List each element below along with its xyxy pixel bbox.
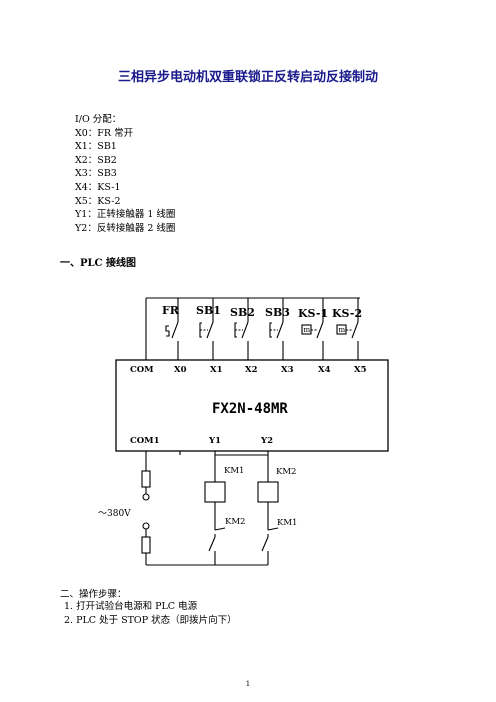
io-line: Y2：反转接触器 2 线圈 (75, 222, 176, 234)
terminal-x1: X1 (210, 365, 223, 375)
terminal-com: COM (130, 365, 154, 375)
terminal-bottom-icon (142, 522, 150, 530)
label-sb2: SB2 (230, 306, 255, 319)
io-line: X5：KS-2 (75, 195, 121, 207)
svg-text:m: m (304, 326, 311, 334)
step-item: 2. PLC 处于 STOP 状态（即拨片向下） (64, 615, 237, 626)
terminal-y1: Y1 (208, 436, 221, 446)
fr-contact-icon (165, 298, 179, 360)
km1-coil-icon (204, 481, 226, 503)
io-line: X1：SB1 (75, 141, 117, 153)
terminal-y2: Y2 (260, 436, 273, 446)
io-line: X4：KS-1 (75, 181, 121, 193)
label-km2-contact: KM2 (225, 517, 245, 527)
ks1-speed-relay-icon (301, 298, 324, 360)
label-ks1: KS-1 (298, 307, 328, 320)
io-line: X3：SB3 (75, 168, 117, 180)
km1-interlock-contact-icon (261, 502, 279, 565)
sb1-button-icon (199, 298, 214, 360)
label-fr: FR (162, 304, 180, 317)
terminal-x4: X4 (318, 365, 331, 375)
plc-model: FX2N-48MR (212, 401, 288, 417)
svg-text:m: m (339, 326, 346, 334)
fuse-top-icon (141, 470, 151, 488)
label-km2-coil: KM2 (276, 467, 296, 477)
label-sb1: SB1 (196, 304, 221, 317)
sb2-button-icon (234, 298, 249, 360)
label-sb3: SB3 (265, 306, 290, 319)
fuse-bottom-icon (141, 536, 151, 554)
sb3-button-icon (269, 298, 284, 360)
section-heading-steps: 二、操作步骤： (60, 589, 127, 600)
label-km1-coil: KM1 (224, 466, 244, 476)
terminal-top-icon (142, 493, 150, 501)
io-line: Y1：正转接触器 1 线圈 (75, 209, 176, 221)
page-number: 1 (245, 680, 251, 688)
km2-coil-icon (257, 481, 279, 503)
km2-interlock-contact-icon (208, 502, 226, 565)
io-heading: I/O 分配： (75, 114, 122, 125)
io-line: X2：SB2 (75, 154, 117, 166)
terminal-x3: X3 (281, 365, 294, 375)
plc-unit-box (115, 359, 389, 452)
terminal-x5: X5 (354, 365, 367, 375)
label-km1-contact: KM1 (277, 518, 297, 528)
ks2-speed-relay-icon (336, 298, 359, 360)
terminal-x2: X2 (245, 365, 258, 375)
step-item: 1. 打开试验台电源和 PLC 电源 (64, 601, 198, 612)
label-ks2: KS-2 (332, 307, 362, 320)
terminal-com1: COM1 (130, 436, 160, 446)
steps-list: 1. 打开试验台电源和 PLC 电源 2. PLC 处于 STOP 状态（即拨片… (64, 600, 237, 628)
label-supply: ～380V (98, 509, 131, 519)
terminal-x0: X0 (174, 365, 187, 375)
page-title: 三相异步电动机双重联锁正反转启动反接制动 (117, 70, 378, 85)
section-heading-wiring: 一、PLC 接线图 (60, 258, 136, 269)
io-assignment: I/O 分配： X0：FR 常开 X1：SB1 X2：SB2 X3：SB3 X4… (75, 113, 175, 235)
io-line: X0：FR 常开 (75, 127, 134, 139)
